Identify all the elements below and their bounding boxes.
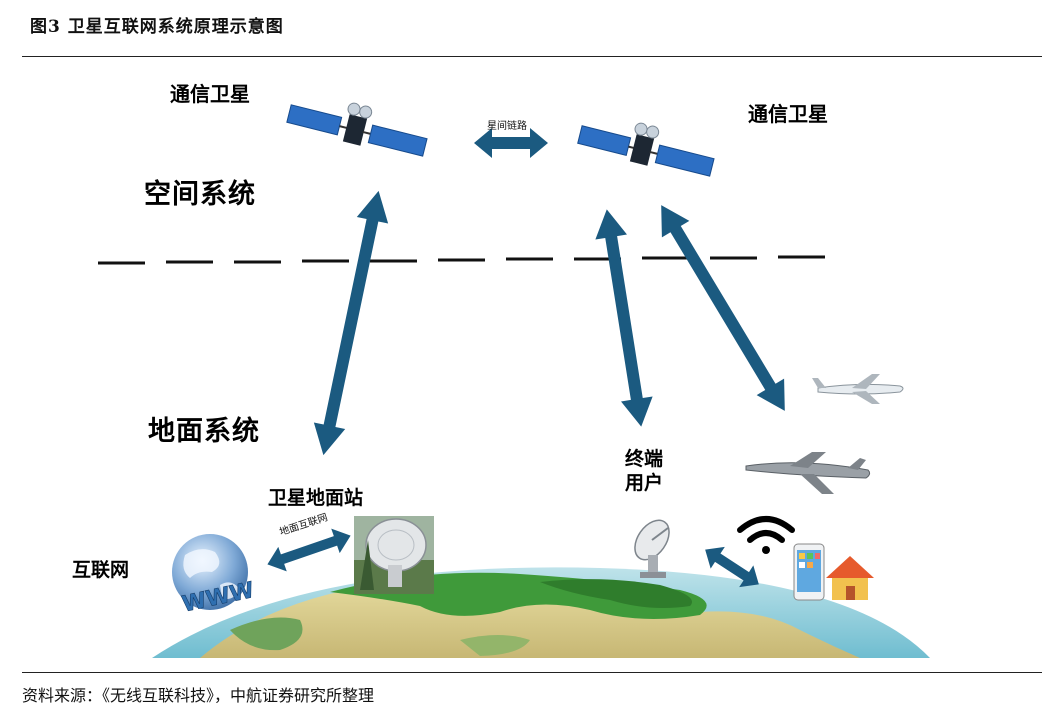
bottom-rule — [22, 672, 1042, 673]
wifi-icon — [740, 519, 792, 554]
satellite-left-label: 通信卫星 — [170, 78, 250, 107]
internet-label: 互联网 — [72, 555, 129, 582]
ground-system-label: 地面系统 — [148, 409, 260, 448]
satellite-icon — [577, 109, 719, 181]
figure-source: 资料来源：《无线互联科技》，中航证券研究所整理 — [22, 682, 374, 706]
ground-station-label: 卫星地面站 — [268, 483, 363, 510]
arrows — [263, 128, 798, 595]
house-icon — [826, 556, 874, 600]
internet-ground-station-arrow — [263, 523, 355, 576]
intersatellite-arrow — [474, 128, 548, 158]
ground-station-dish-icon — [354, 516, 434, 594]
airplane-icon — [812, 374, 903, 404]
space-system-label: 空间系统 — [144, 172, 256, 211]
terminal-user-satellite-arrow — [591, 207, 657, 429]
intersatellite-link-label: 星间链路 — [487, 117, 527, 132]
terminal-user-label: 终端 用户 — [625, 447, 663, 495]
drone-icon — [746, 452, 870, 494]
satellite-right-label: 通信卫星 — [748, 98, 828, 127]
satellite-icon — [286, 88, 432, 161]
ground-station-satellite-arrow — [308, 188, 395, 459]
radio-dish-icon — [628, 514, 676, 578]
smartphone-icon — [794, 544, 824, 600]
globe-www-icon: WWW — [172, 534, 256, 618]
space-ground-boundary — [98, 257, 825, 263]
aircraft-satellite-arrow — [647, 197, 798, 419]
